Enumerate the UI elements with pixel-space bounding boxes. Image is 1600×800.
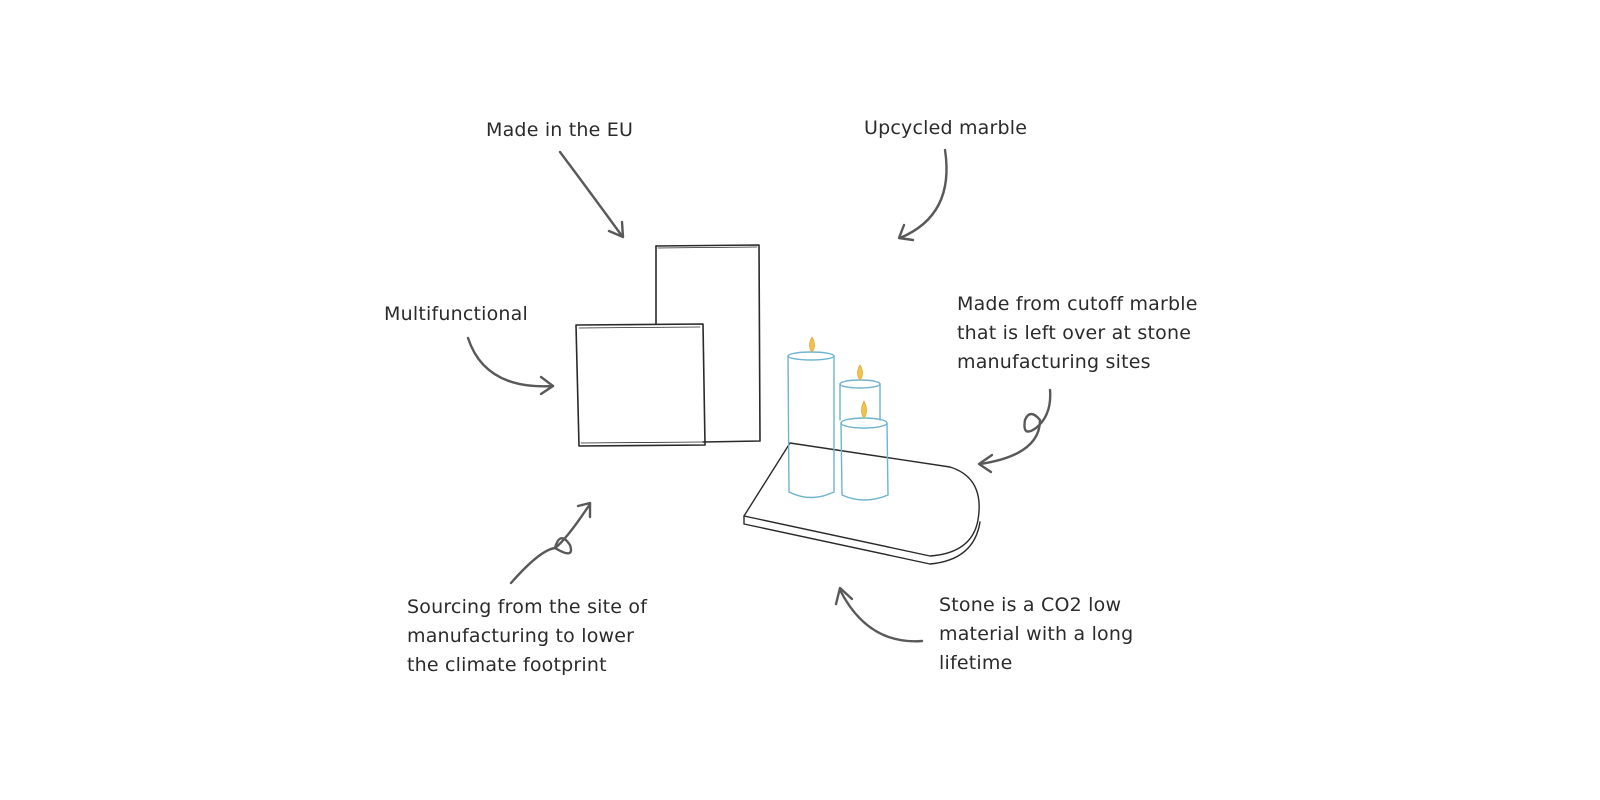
arrow-upcycled-marble-icon	[897, 148, 948, 242]
arrow-stone-co2-icon	[834, 586, 924, 643]
stone-co2-label: Stone is a CO2 low material with a long …	[939, 591, 1133, 678]
marble-tray-icon	[743, 442, 981, 565]
upcycled-marble-text: Upcycled marble	[864, 117, 1028, 139]
arrow-cutoff-marble-icon	[977, 388, 1052, 474]
cutoff-marble-label: Made from cutoff marble that is left ove…	[957, 290, 1198, 377]
sourcing-label: Sourcing from the site of manufacturing …	[407, 593, 647, 680]
upcycled-marble-label: Upcycled marble	[864, 114, 1027, 143]
cutoff-marble-line: Made from cutoff marble	[957, 293, 1198, 315]
stone-co2-line: material with a long	[939, 623, 1134, 645]
stone-co2-line: lifetime	[939, 652, 1013, 674]
cutoff-marble-line: manufacturing sites	[957, 351, 1151, 373]
sourcing-line: Sourcing from the site of	[407, 596, 648, 618]
multifunctional-text: Multifunctional	[384, 303, 528, 325]
arrow-made-in-eu-icon	[558, 150, 625, 239]
cutoff-marble-line: that is left over at stone	[957, 322, 1192, 344]
arrow-multifunctional-icon	[466, 336, 555, 396]
square-marble-block-icon	[575, 323, 706, 447]
sourcing-line: manufacturing to lower	[407, 625, 635, 647]
stone-co2-line: Stone is a CO2 low	[939, 594, 1122, 616]
made-in-eu-label: Made in the EU	[486, 116, 633, 145]
made-in-eu-text: Made in the EU	[486, 119, 634, 141]
candle-icon	[787, 351, 889, 501]
tall-marble-block-icon	[655, 244, 761, 443]
flame-icon	[809, 336, 867, 419]
multifunctional-label: Multifunctional	[384, 300, 528, 329]
arrow-sourcing-icon	[509, 501, 592, 585]
sourcing-line: the climate footprint	[407, 654, 607, 676]
